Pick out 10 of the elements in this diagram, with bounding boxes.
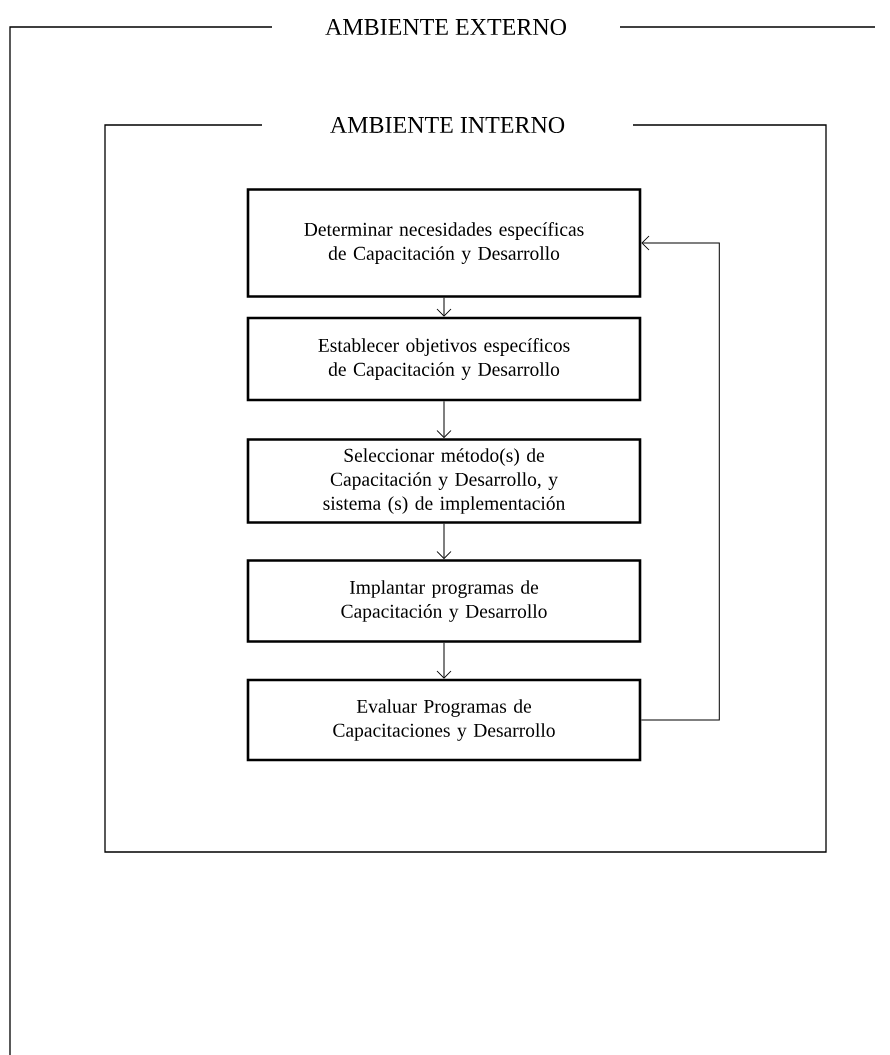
arrow: [436, 297, 452, 317]
arrow: [436, 400, 452, 438]
arrow: [640, 235, 720, 721]
process-box: Establecer objetivos específicos de Capacitación y Desarrollo: [246, 316, 642, 402]
arrow: [436, 642, 452, 679]
process-box: Evaluar Programas de Capacitaciones y Desarrollo: [246, 678, 642, 762]
process-box: Implantar programas de Capacitación y Desarrollo: [246, 559, 642, 643]
arrow: [436, 523, 452, 559]
process-box: Determinar necesidades específicas de Capacitación y Desarrollo: [246, 188, 642, 298]
process-box: Seleccionar método(s) de Capacitación y Desarrollo, y sistema (s) de implementación: [246, 438, 642, 524]
